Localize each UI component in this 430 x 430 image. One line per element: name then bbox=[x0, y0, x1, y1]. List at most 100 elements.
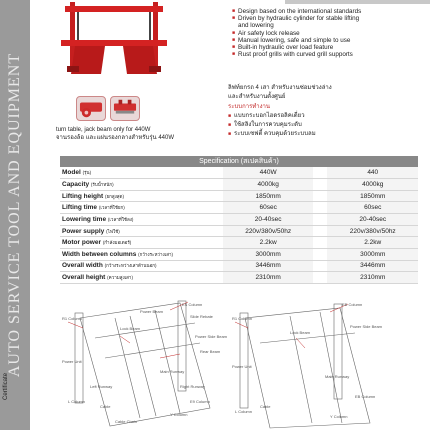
spec-title: Specification (สเปคสินค้า) bbox=[60, 156, 418, 167]
thai-item: ■ใช้สลิงในการควบคุมระดับ bbox=[228, 122, 302, 129]
spec-value-440: 2.2kw bbox=[327, 236, 418, 249]
drawing-callout: Slide Rebate bbox=[190, 314, 214, 319]
spec-gap bbox=[313, 167, 328, 180]
spec-value-440: 1850mm bbox=[327, 190, 418, 203]
spec-value-440: 2310mm bbox=[327, 271, 418, 284]
spec-gap bbox=[313, 271, 328, 284]
spec-label: Width between columns (กว้างระหว่างเสา) bbox=[60, 248, 223, 261]
sidebar-banner: AUTO SERVICE TOOL AND EQUIPMENT Certific… bbox=[0, 0, 30, 430]
spec-value-440w: 2.2kw bbox=[222, 236, 314, 249]
spec-label: Overall height (ความสูงเสา) bbox=[60, 271, 223, 284]
lift-photo bbox=[61, 2, 167, 74]
drawing-callout: Rear Beam bbox=[200, 349, 221, 354]
spec-label: Lifting height (ยกสูงสุด) bbox=[60, 190, 223, 203]
drawing-callout: Main Runway bbox=[160, 369, 184, 374]
spec-value-440w: 1850mm bbox=[222, 190, 314, 203]
spec-gap bbox=[313, 213, 328, 226]
spec-value-440w: 60sec bbox=[222, 201, 314, 215]
drawing-callout: E9 Column bbox=[190, 399, 210, 404]
bullet-icon: ■ bbox=[232, 15, 236, 22]
drawing-callout: L Column bbox=[68, 399, 85, 404]
feature-list: ■Design based on the international stand… bbox=[232, 8, 368, 58]
spec-value-440: 3446mm bbox=[327, 260, 418, 273]
drawing-callout: Power Side Beam bbox=[350, 324, 383, 329]
drawing-callout: Cable bbox=[100, 404, 111, 409]
drawing-callout: Cable bbox=[260, 404, 271, 409]
bullet-icon: ■ bbox=[232, 51, 236, 58]
drawing-callout: Y Column bbox=[170, 412, 188, 417]
spec-gap bbox=[313, 190, 328, 203]
drawing-callout: Left Runway bbox=[90, 384, 112, 389]
spec-gap bbox=[313, 201, 328, 215]
feature-item: ■Air safety lock release bbox=[232, 29, 300, 37]
certificate-label: Certificate bbox=[3, 372, 9, 400]
spec-label: Model (รุ่น) bbox=[60, 167, 223, 180]
spec-label: Motor power (กำลังมอเตอร์) bbox=[60, 236, 223, 249]
drawing-callout: R1 Column bbox=[62, 316, 82, 321]
thai-heading: ระบบการทำงาน bbox=[228, 103, 271, 110]
drawing-callout: Main Runway bbox=[325, 374, 349, 379]
drawing-callout: Lock Beam bbox=[290, 330, 311, 335]
spec-row: Overall width (กว้างระหว่างเสาด้านนอก) 34… bbox=[60, 260, 418, 273]
spec-value-440: 3000mm bbox=[327, 248, 418, 261]
caption-th: จานรองล้อ และแผ่นรองกลางสำหรับรุ่น 440W bbox=[56, 135, 174, 141]
thai-item: ■แบบกระบอกไฮดรอลิคเดี่ยว bbox=[228, 112, 305, 119]
spec-label: Power supply (ไฟใช้) bbox=[60, 225, 223, 238]
spec-value-440w: 3000mm bbox=[222, 248, 314, 261]
drawing-callout: Y Column bbox=[330, 414, 348, 419]
spec-value-440: 220v/380v/50hz bbox=[327, 225, 418, 238]
spec-value-440w: 220v/380v/50hz bbox=[222, 225, 314, 238]
spec-row: Model (รุ่น)440W 440 bbox=[60, 167, 418, 180]
drawing-callout: EB Column bbox=[355, 394, 375, 399]
spec-gap bbox=[313, 236, 328, 249]
drawing-callout: EB Column bbox=[342, 302, 362, 307]
spec-label: Overall width (กว้างระหว่างเสาด้านนอก) bbox=[60, 260, 223, 273]
spec-value-440w: 4000kg bbox=[222, 178, 314, 191]
caption-en: turn table, jack beam only for 440W bbox=[56, 127, 151, 133]
bullet-icon: ■ bbox=[228, 112, 232, 119]
feature-item: ■Manual lowering, safe and simple to use bbox=[232, 36, 351, 44]
spec-gap bbox=[313, 248, 328, 261]
spec-value-440: 440 bbox=[327, 167, 418, 180]
bullet-icon: ■ bbox=[228, 131, 232, 138]
drawing-callout: Right Runway bbox=[180, 384, 205, 389]
spec-gap bbox=[313, 225, 328, 238]
bullet-icon: ■ bbox=[232, 29, 236, 36]
spec-label: Lowering time (เวลาที่ใช้ลง) bbox=[60, 213, 223, 226]
drawing-callout: Power Side Beam bbox=[195, 334, 228, 339]
bullet-icon: ■ bbox=[232, 8, 236, 14]
accessory-caption: turn table, jack beam only for 440W จานร… bbox=[56, 126, 174, 142]
spec-value-440: 4000kg bbox=[327, 178, 418, 191]
spec-value-440w: 440W bbox=[222, 167, 314, 180]
drawing-callout: Lock Beam bbox=[120, 326, 141, 331]
bullet-icon: ■ bbox=[232, 44, 236, 51]
drawing-callout: ES Column bbox=[182, 302, 202, 307]
drawing-callout: Power Beam bbox=[140, 309, 164, 314]
feature-item: ■Driven by hydraulic cylinder for stable… bbox=[232, 15, 360, 30]
turntable-thumbnail bbox=[76, 96, 106, 121]
jack-beam-thumbnail bbox=[110, 96, 140, 121]
bullet-icon: ■ bbox=[228, 122, 232, 129]
spec-label: Capacity (รับน้ำหนัก) bbox=[60, 178, 223, 191]
drawing-callout: Cable Chain bbox=[115, 419, 137, 424]
feature-item: ■Rust proof grills with curved grill sup… bbox=[232, 51, 353, 59]
thai-intro: ลิฟท์ยกรถ 4 เสา สำหรับงานซ่อมช่วงล่าง bbox=[228, 85, 332, 91]
spec-label: Lifting time (เวลาที่ใช้ยก) bbox=[60, 201, 223, 215]
feature-item: ■Built-in hydraulic over load feature bbox=[232, 44, 334, 52]
thai-description: ลิฟท์ยกรถ 4 เสา สำหรับงานซ่อมช่วงล่าง แล… bbox=[228, 84, 332, 140]
header-bar bbox=[285, 0, 430, 4]
spec-row: Width between columns (กว้างระหว่างเสา)3… bbox=[60, 248, 418, 261]
sidebar-title: AUTO SERVICE TOOL AND EQUIPMENT bbox=[6, 52, 23, 378]
feature-item: ■Design based on the international stand… bbox=[232, 8, 362, 15]
spec-gap bbox=[313, 178, 328, 191]
spec-gap bbox=[313, 260, 328, 273]
thai-item: ■ระบบเซฟตี้ ควบคุมด้วยระบบลม bbox=[228, 131, 316, 138]
